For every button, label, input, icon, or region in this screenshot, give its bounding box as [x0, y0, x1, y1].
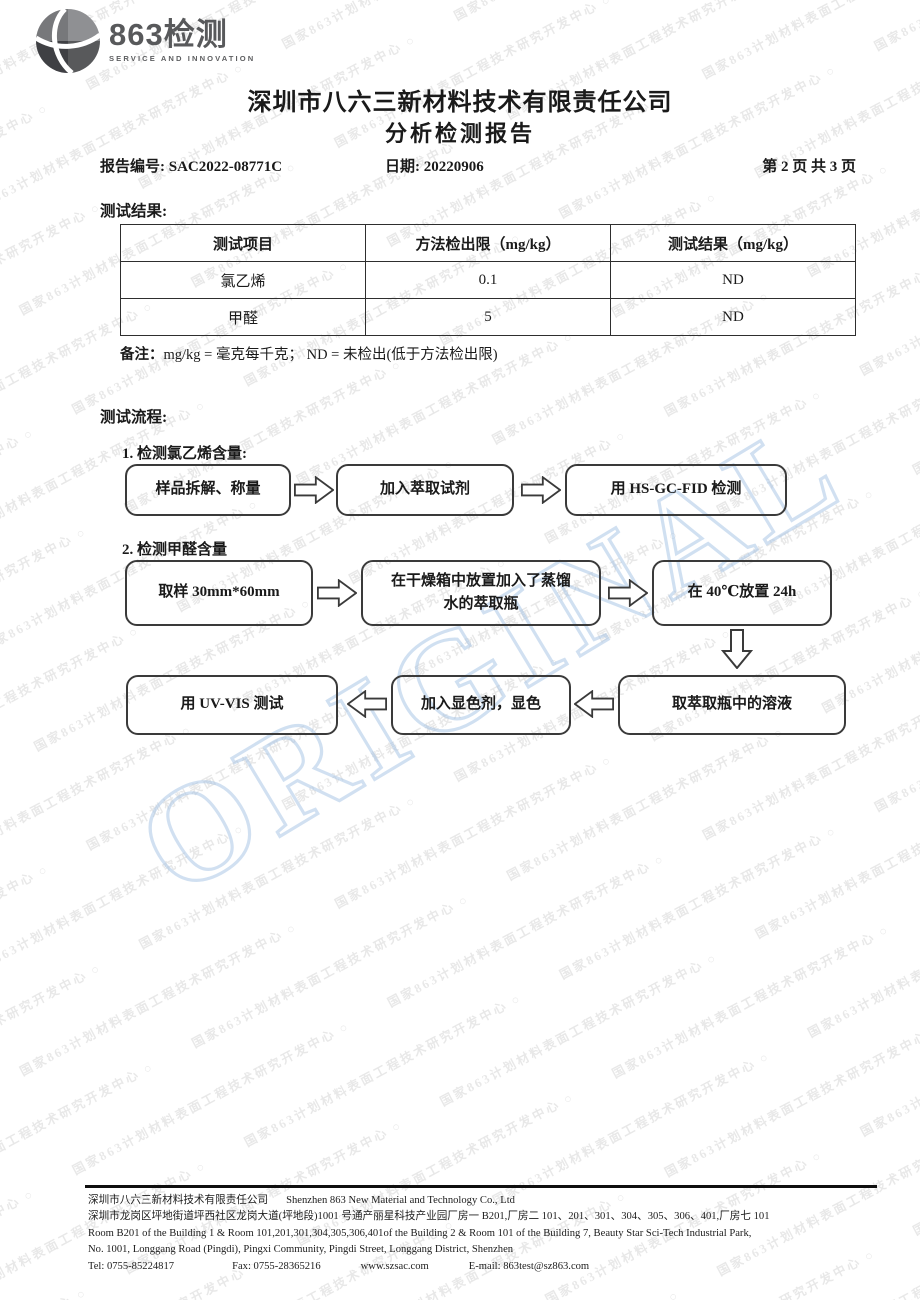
footer-company-line: 深圳市八六三新材料技术有限责任公司 Shenzhen 863 New Materi… [88, 1193, 880, 1209]
arrow-left-icon [347, 690, 387, 718]
report-number: 报告编号: SAC2022-08771C [100, 159, 283, 175]
cell-detection-limit: 0.1 [365, 261, 611, 299]
table-row: 氯乙烯 0.1 ND [120, 261, 856, 299]
company-logo: 863检测 SERVICE AND INNOVATION [35, 8, 255, 74]
arrow-down-icon [721, 629, 753, 669]
footer-website: www.szsac.com [360, 1260, 429, 1272]
col-header-test-item: 测试项目 [120, 224, 366, 262]
col-header-test-result: 测试结果（mg/kg） [610, 224, 856, 262]
logo-name: 863检测 [109, 17, 228, 53]
arrow-right-icon [294, 476, 334, 504]
footer-fax: Fax: 0755-28365216 [232, 1260, 321, 1272]
process-section-label: 测试流程: [100, 409, 168, 426]
table-header-row: 测试项目 方法检出限（mg/kg） 测试结果（mg/kg） [120, 224, 856, 262]
footer-divider [85, 1185, 877, 1188]
footer-email: E-mail: 863test@sz863.com [468, 1260, 590, 1272]
cell-test-result: ND [610, 298, 856, 336]
cell-test-item: 氯乙烯 [120, 261, 366, 299]
footer-address-en-1: Room B201 of the Building 1 & Room 101,2… [88, 1227, 752, 1239]
flow-box-uv-vis-test: 用 UV-VIS 测试 [126, 675, 338, 735]
footer-address-en-2: No. 1001, Longgang Road (Pingdi), Pingxi… [88, 1244, 514, 1256]
flow-box-40c-24h: 在 40℃放置 24h [652, 560, 832, 626]
footer-contact-line: Tel: 0755-85224817 Fax: 0755-28365216 www.… [88, 1259, 880, 1275]
flow-box-drying-oven-extraction-bottle: 在干燥箱中放置加入了蒸馏水的萃取瓶 [361, 560, 601, 626]
footer-company-cn: 深圳市八六三新材料技术有限责任公司 [88, 1195, 269, 1206]
note-text: mg/kg = 毫克每千克； ND = 未检出(低于方法检出限) [163, 347, 498, 363]
flow-box-add-color-reagent: 加入显色剂，显色 [391, 675, 571, 735]
arrow-right-icon [608, 579, 648, 607]
results-table: 测试项目 方法检出限（mg/kg） 测试结果（mg/kg） 氯乙烯 0.1 ND… [120, 224, 856, 336]
report-meta-row: 报告编号: SAC2022-08771C 日期: 20220906 第 2 页 … [0, 155, 920, 177]
logo-globe-icon [35, 8, 101, 74]
company-name-title: 深圳市八六三新材料技术有限责任公司 [247, 90, 673, 116]
report-title: 分析检测报告 [384, 121, 535, 146]
flow-box-take-solution: 取萃取瓶中的溶液 [618, 675, 846, 735]
arrow-right-icon [521, 476, 561, 504]
report-date: 日期: 20220906 [385, 159, 484, 175]
cell-test-item: 甲醛 [120, 298, 366, 336]
flow-box-add-extraction-reagent: 加入萃取试剂 [336, 464, 514, 516]
cell-test-result: ND [610, 261, 856, 299]
flow-box-sampling-size: 取样 30mm*60mm [125, 560, 313, 626]
flow-box-sample-disassemble-weigh: 样品拆解、称量 [125, 464, 291, 516]
results-section-label: 测试结果: [100, 203, 168, 220]
footer-company-en: Shenzhen 863 New Material and Technology… [286, 1195, 515, 1206]
step1-label: 1. 检测氯乙烯含量: [122, 446, 247, 462]
footer: 深圳市八六三新材料技术有限责任公司 Shenzhen 863 New Materi… [88, 1193, 880, 1275]
note-label: 备注： [120, 347, 164, 363]
step2-label: 2. 检测甲醛含量 [122, 542, 228, 558]
logo-subtitle: SERVICE AND INNOVATION [109, 53, 256, 63]
results-note: 备注：mg/kg = 毫克每千克； ND = 未检出(低于方法检出限) [120, 343, 498, 364]
page-indicator: 第 2 页 共 3 页 [762, 159, 856, 175]
flow-box-hs-gc-fid-test: 用 HS-GC-FID 检测 [565, 464, 787, 516]
arrow-right-icon [317, 579, 357, 607]
cell-detection-limit: 5 [365, 298, 611, 336]
logo-text: 863检测 SERVICE AND INNOVATION [109, 19, 255, 63]
footer-address-cn: 深圳市龙岗区坪地街道坪西社区龙岗大道(坪地段)1001 号通产丽星科技产业园厂房… [88, 1211, 770, 1223]
footer-tel: Tel: 0755-85224817 [88, 1260, 175, 1272]
table-row: 甲醛 5 ND [120, 298, 856, 336]
arrow-left-icon [574, 690, 614, 718]
col-header-detection-limit: 方法检出限（mg/kg） [365, 224, 611, 262]
